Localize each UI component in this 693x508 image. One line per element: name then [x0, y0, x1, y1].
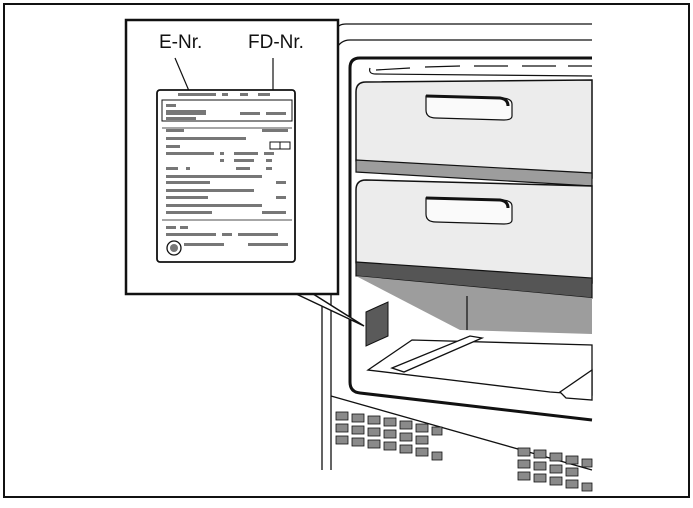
top-rim [369, 65, 593, 77]
callout-pointer [291, 291, 365, 327]
lower-drawer [355, 179, 593, 299]
outer-frame [3, 3, 690, 498]
freezer-compartment-frame [348, 56, 593, 422]
drawer-shadow [356, 276, 592, 334]
label-e-nr: E-Nr. [159, 32, 203, 53]
upper-drawer [355, 79, 593, 187]
glass-shelf [366, 335, 593, 401]
rating-plate-magnified [156, 89, 296, 263]
label-fd-nr: FD-Nr. [248, 32, 304, 53]
rating-plate-location [365, 301, 389, 347]
ventilation-grille [335, 411, 593, 492]
